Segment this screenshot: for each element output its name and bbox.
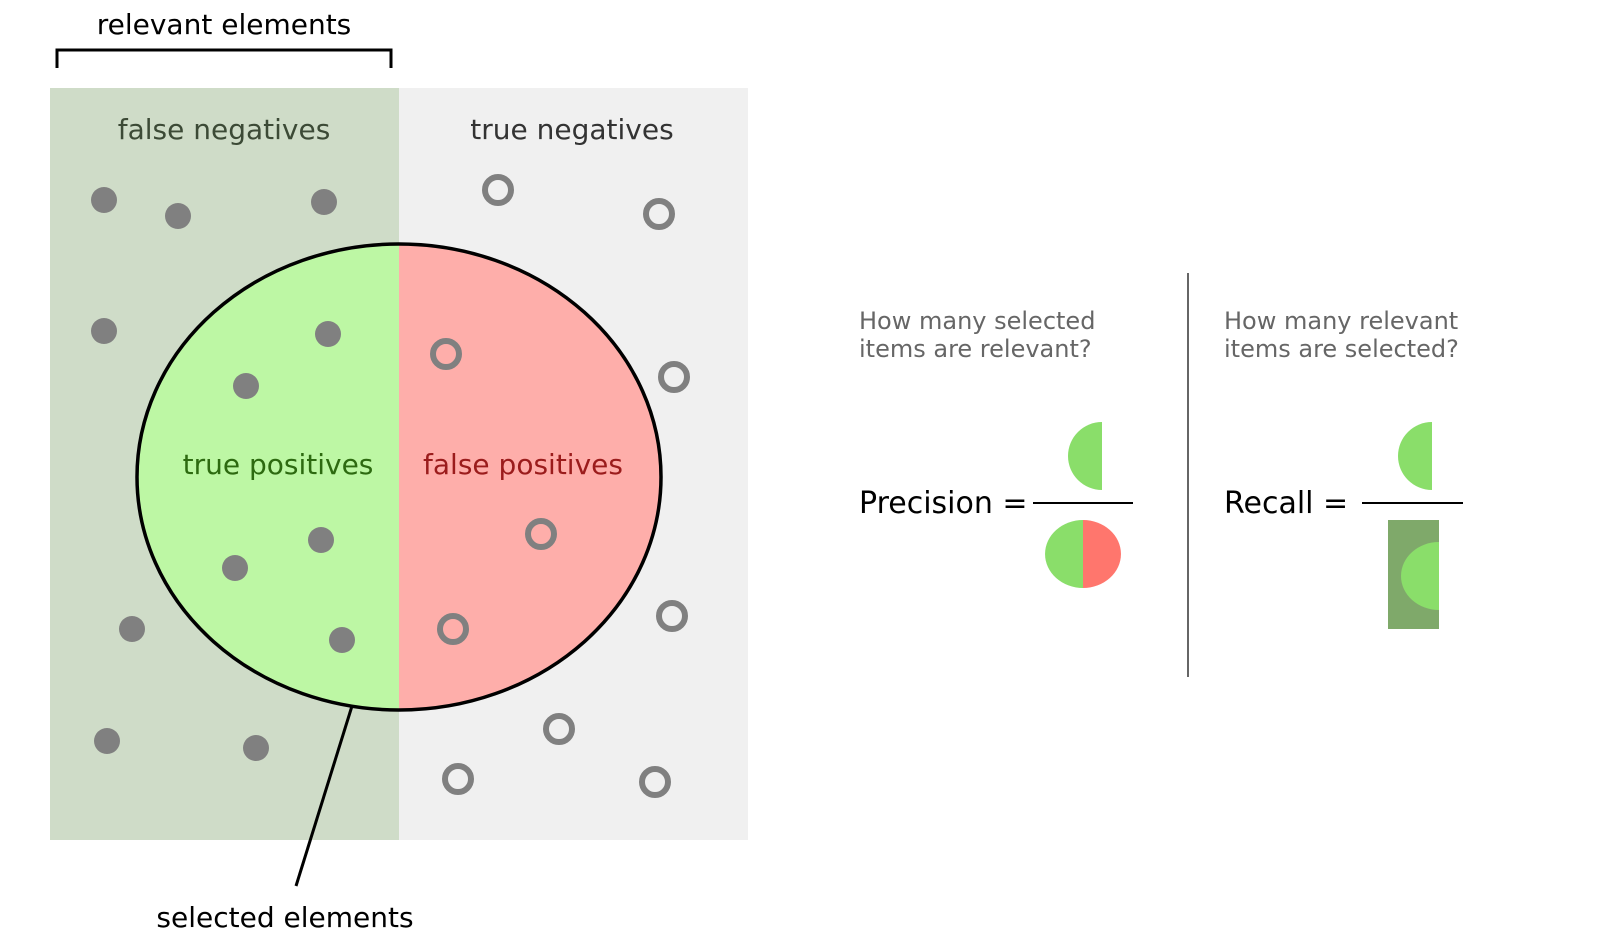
irrelevant-item-ring [437, 613, 469, 645]
irrelevant-item-ring [442, 763, 474, 795]
irrelevant-item-ring [543, 713, 575, 745]
precision-question-line-1: How many selected [859, 307, 1095, 335]
true-negatives-label: true negatives [470, 113, 673, 146]
relevant-items [91, 187, 355, 761]
relevant-elements-bracket [55, 48, 393, 68]
relevant-item-dot [91, 187, 117, 213]
irrelevant-item-ring [525, 518, 557, 550]
precision-label: Precision = [859, 486, 1028, 521]
recall-denominator-tp-icon [1401, 542, 1439, 610]
relevant-item-dot [308, 527, 334, 553]
true-positives-label: true positives [183, 448, 374, 481]
irrelevant-item-ring [482, 174, 514, 206]
recall-question-line-2: items are selected? [1224, 335, 1459, 363]
recall-numerator-tp-icon [1398, 422, 1432, 490]
relevant-item-dot [222, 555, 248, 581]
irrelevant-item-ring [643, 198, 675, 230]
precision-denominator-tp-icon [1045, 520, 1083, 588]
irrelevant-item-ring [430, 338, 462, 370]
irrelevant-item-ring [658, 361, 690, 393]
relevant-item-dot [315, 321, 341, 347]
recall-label: Recall = [1224, 486, 1348, 521]
selected-elements-pointer [294, 705, 354, 887]
irrelevant-item-ring [656, 600, 688, 632]
irrelevant-items [430, 174, 690, 798]
relevant-item-dot [94, 728, 120, 754]
false-positives-region [399, 244, 661, 710]
relevant-elements-label: relevant elements [97, 8, 352, 41]
precision-numerator-tp-icon [1068, 422, 1102, 490]
relevant-item-dot [329, 627, 355, 653]
precision-question-line-2: items are relevant? [859, 335, 1092, 363]
irrelevant-item-ring [639, 766, 671, 798]
true-positives-region [137, 244, 399, 710]
relevant-item-dot [119, 616, 145, 642]
relevant-item-dot [311, 189, 337, 215]
recall-question-line-1: How many relevant [1224, 307, 1458, 335]
false-negatives-label: false negatives [118, 113, 331, 146]
relevant-item-dot [91, 318, 117, 344]
precision-denominator-fp-icon [1083, 520, 1121, 588]
selected-elements-label: selected elements [156, 901, 413, 934]
false-positives-label: false positives [423, 448, 623, 481]
relevant-item-dot [165, 203, 191, 229]
selected-elements-ellipse [135, 242, 663, 712]
relevant-item-dot [243, 735, 269, 761]
relevant-item-dot [233, 373, 259, 399]
